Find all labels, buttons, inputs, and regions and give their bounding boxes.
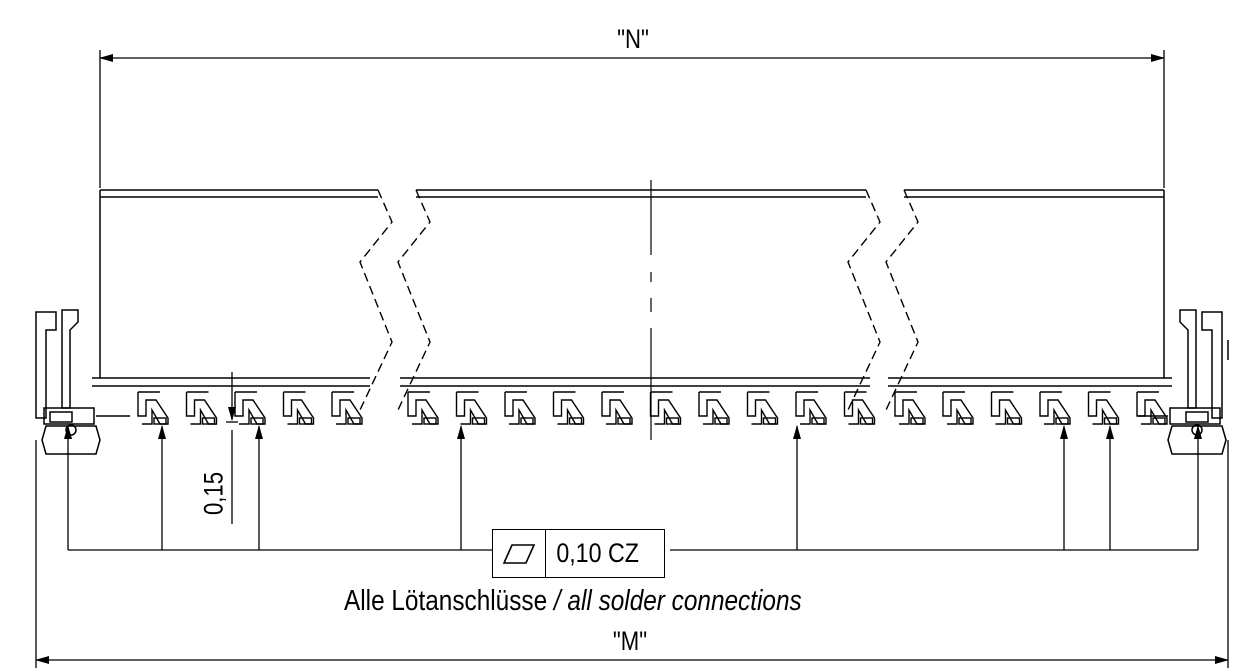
solder-pin [601,391,633,425]
solder-pin [455,391,488,425]
flatness-leader-lines [64,425,1202,551]
solder-pin [1136,391,1168,425]
flatness-icon [493,530,546,577]
right-end-latch [1167,309,1229,455]
solder-pin [234,391,266,425]
solder-note: Alle Lötanschlüsse / all solder connecti… [344,586,802,616]
solder-pin [185,391,218,425]
dimension-offset [226,372,238,524]
solder-pin [282,391,315,425]
solder-pin [795,391,827,425]
dimension-m [35,440,1229,668]
left-end-latch [35,309,101,455]
solder-pin [137,391,169,425]
dimension-n [99,50,1165,188]
solder-pin [649,391,682,425]
solder-pin [552,391,585,425]
dimension-label-m: "M" [612,626,648,656]
solder-pin [698,391,730,425]
solder-pin [1039,391,1071,425]
dimension-label-offset: 0,15 [198,471,229,516]
break-lines [359,189,919,411]
tolerance-value: 0,10 CZ [556,538,639,568]
solder-pin [894,391,926,425]
solder-pin [746,391,779,425]
solder-pin [942,391,974,425]
solder-pin [990,391,1023,425]
note-english: / all solder connections [553,585,802,617]
solder-pin [843,391,876,425]
note-german: Alle Lötanschlüsse [344,585,554,617]
solder-pin [504,391,536,425]
solder-pin [1087,391,1120,425]
connector-body [92,189,1172,417]
solder-pin [407,391,439,425]
solder-pin [331,391,363,425]
tolerance-frame: 0,10 CZ [492,529,666,578]
dimension-label-n: "N" [617,24,649,54]
solder-pin-row [137,391,1168,425]
